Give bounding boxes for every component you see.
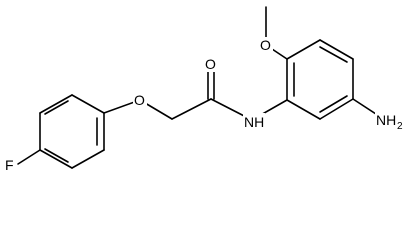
ch2-co-bond — [171, 98, 212, 120]
methoxy-oxygen-label-bg — [259, 37, 273, 53]
fluorophenyl-ring — [39, 94, 105, 169]
amide-nitrogen: N — [244, 114, 254, 130]
ring-a-bond-6 — [39, 94, 73, 114]
ring-a-double-2 — [44, 148, 69, 163]
carbonyl-oxygen-label-bg — [204, 56, 218, 72]
fluorine-label: F — [5, 157, 14, 173]
ring-a-bond-4 — [39, 149, 73, 169]
amide-hydrogen: H — [254, 114, 264, 130]
ring-b-bond-5 — [319, 98, 354, 120]
ring-b-bond-6 — [286, 99, 321, 120]
ring-b-bond-3 — [319, 39, 354, 60]
ring-a-double-3 — [44, 100, 69, 115]
ether-oxygen-label-bg — [133, 92, 147, 108]
amide-nh-label-bg — [243, 113, 265, 131]
molecule-structure: F O O NH O NH 2 — [4, 6, 407, 173]
amide-nh-label: NH — [244, 114, 264, 130]
amine-h-count: 2 — [397, 121, 403, 132]
carbonyl-oxygen-label: O — [205, 56, 216, 72]
fluorine-label-bg — [4, 157, 17, 173]
ring-a-bond-1 — [71, 94, 105, 114]
methoxy-oxygen-label: O — [260, 37, 271, 53]
ring-a-bond-3 — [71, 149, 105, 169]
c-f-bond — [17, 149, 41, 165]
amine-hydrogen: H — [386, 112, 396, 128]
ring-b-double-3 — [319, 95, 348, 113]
amine-nitrogen: N — [376, 112, 386, 128]
ring-b-double-2 — [319, 46, 348, 63]
ring-b-bond-2 — [286, 39, 321, 60]
amine-nh2-label-bg — [375, 111, 407, 129]
ether-oxygen-label: O — [134, 92, 145, 108]
aminomethoxyphenyl-ring — [286, 39, 354, 120]
amine-nh2-label: NH — [376, 112, 396, 128]
